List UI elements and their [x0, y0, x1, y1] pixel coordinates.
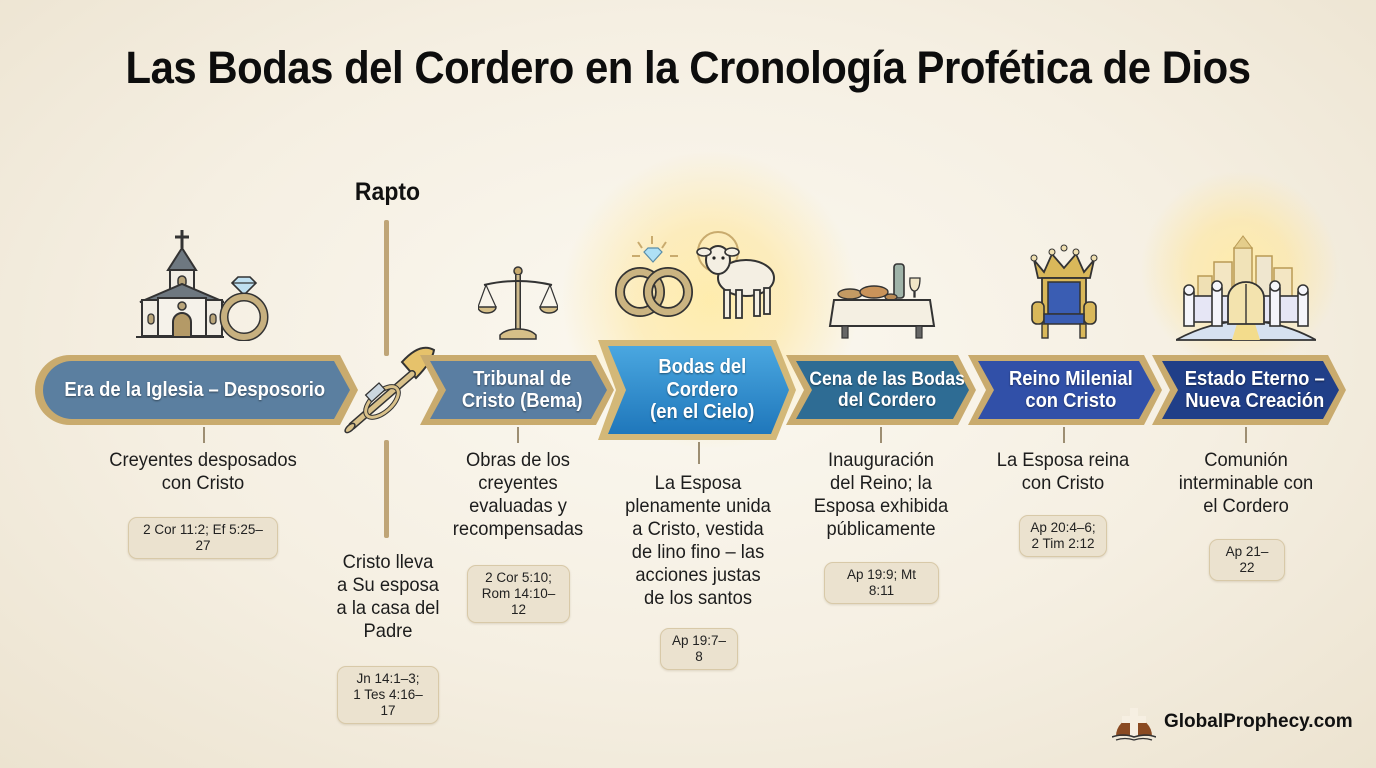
stage-era-iglesia-arrow: Era de la Iglesia – Desposorio [30, 353, 360, 427]
label-line: Reino Milenial [1008, 367, 1133, 390]
label-line: con Cristo [1025, 390, 1117, 412]
lamb-icon [696, 231, 775, 319]
ref-line: Ap 21–22 [1225, 544, 1269, 575]
desc-line: Padre [363, 620, 413, 642]
ref-line: 2 Cor 11:2; Ef 5:25–27 [143, 522, 263, 553]
stage-estado-eterno-reference: Ap 21–22 [1209, 539, 1285, 581]
desc-line: creyentes [478, 472, 558, 494]
connector-stage-2 [698, 442, 700, 464]
ref-line: 1 Tes 4:16–17 [353, 687, 423, 718]
rapto-reference: Jn 14:1–3; 1 Tes 4:16–17 [337, 666, 439, 724]
desc-line: del Reino; la [830, 472, 932, 494]
desc-line: con Cristo [161, 472, 245, 494]
label-line: Estado Eterno – [1184, 367, 1325, 390]
desc-line: a la casa del [336, 597, 440, 619]
label-line: Tribunal de [473, 367, 572, 390]
connector-stage-0 [203, 427, 205, 443]
ref-line: Jn 14:1–3; [356, 671, 420, 686]
stage-era-iglesia-reference: 2 Cor 11:2; Ef 5:25–27 [128, 517, 278, 559]
desc-line: Obras de los [466, 449, 570, 471]
desc-line: de los santos [643, 587, 753, 609]
brand[interactable]: GlobalProphecy.com [1112, 702, 1353, 742]
stage-reino-description: La Esposa reina con Cristo [988, 449, 1138, 495]
stage-bodas-description: La Esposa plenamente unida a Cristo, ves… [613, 472, 782, 610]
label-line: del Cordero [837, 390, 936, 411]
wedding-rings-icon [615, 236, 693, 317]
label-line: Cordero [666, 378, 739, 401]
church-icon [136, 230, 224, 338]
ref-line: Rom 14:10–12 [481, 586, 556, 617]
desc-line: Creyentes desposados [109, 449, 297, 471]
desc-line: La Esposa [654, 472, 742, 494]
stage-era-iglesia-label: Era de la Iglesia – Desposorio [64, 378, 326, 401]
rapto-label: Rapto [354, 178, 421, 206]
desc-line: el Cordero [1203, 495, 1289, 517]
brand-name[interactable]: GlobalProphecy.com [1164, 711, 1353, 732]
label-line: Nueva Creación [1185, 390, 1325, 412]
rapto-line-top [384, 220, 389, 356]
desc-line: de lino fino – las [631, 541, 765, 563]
label-line: (en el Cielo) [650, 401, 755, 424]
stage-tribunal-reference: 2 Cor 5:10; Rom 14:10–12 [467, 565, 570, 623]
connector-stage-4 [1063, 427, 1065, 443]
stage-bodas-reference: Ap 19:7–8 [660, 628, 738, 670]
rapto-line-bottom [384, 440, 389, 538]
connector-stage-3 [880, 427, 882, 443]
ref-line: Ap 19:9; Mt 8:11 [846, 567, 917, 598]
ref-line: Ap 19:7–8 [671, 633, 727, 664]
stage-reino-reference: Ap 20:4–6; 2 Tim 2:12 [1019, 515, 1107, 557]
label-line: Bodas del [658, 356, 747, 379]
ref-line: 2 Cor 5:10; [485, 570, 552, 585]
diamond-ring-icon [219, 276, 269, 341]
desc-line: públicamente [826, 518, 936, 540]
desc-line: La Esposa reina [996, 449, 1130, 471]
scales-icon [478, 266, 558, 340]
desc-line: Cristo lleva [342, 551, 434, 573]
stage-estado-eterno-description: Comunión interminable con el Cordero [1171, 449, 1321, 518]
stage-era-iglesia-description: Creyentes desposados con Cristo [90, 449, 316, 495]
stage-estado-eterno-arrow: Estado Eterno –Nueva Creación [1152, 353, 1348, 427]
stage-tribunal-description: Obras de los creyentes evaluadas y recom… [443, 449, 593, 541]
cross-sunrise-logo-icon [1112, 708, 1156, 741]
ref-line: 2 Tim 2:12 [1031, 536, 1095, 551]
heavenly-city-icon [1176, 235, 1316, 341]
crown-throne-icon [1030, 244, 1098, 339]
stage-cena-description: Inauguración del Reino; la Esposa exhibi… [803, 449, 959, 541]
ref-line: Ap 20:4–6; [1030, 520, 1096, 535]
stage-estado-eterno-label: Estado Eterno –Nueva Creación [1175, 367, 1325, 413]
desc-line: recompensadas [452, 518, 584, 540]
desc-line: plenamente unida [625, 495, 771, 517]
label-line: Cristo (Bema) [462, 390, 583, 412]
desc-line: interminable con [1178, 472, 1314, 494]
banquet-table-icon [828, 263, 936, 339]
stage-cena-reference: Ap 19:9; Mt 8:11 [824, 562, 939, 604]
rapto-description: Cristo lleva a Su esposa a la casa del P… [322, 551, 454, 643]
desc-line: a Su esposa [337, 574, 439, 596]
page-title: Las Bodas del Cordero en la Cronología P… [125, 42, 1251, 93]
connector-stage-5 [1245, 427, 1247, 443]
desc-line: Comunión [1204, 449, 1288, 471]
desc-line: Esposa exhibida [813, 495, 949, 517]
desc-line: Inauguración [827, 449, 934, 471]
desc-line: a Cristo, vestida [632, 518, 764, 540]
desc-line: acciones justas [635, 564, 761, 586]
desc-line: con Cristo [1021, 472, 1105, 494]
connector-stage-1 [517, 427, 519, 443]
desc-line: evaluadas y [469, 495, 567, 517]
label-line: Cena de las Bodas [808, 368, 965, 390]
